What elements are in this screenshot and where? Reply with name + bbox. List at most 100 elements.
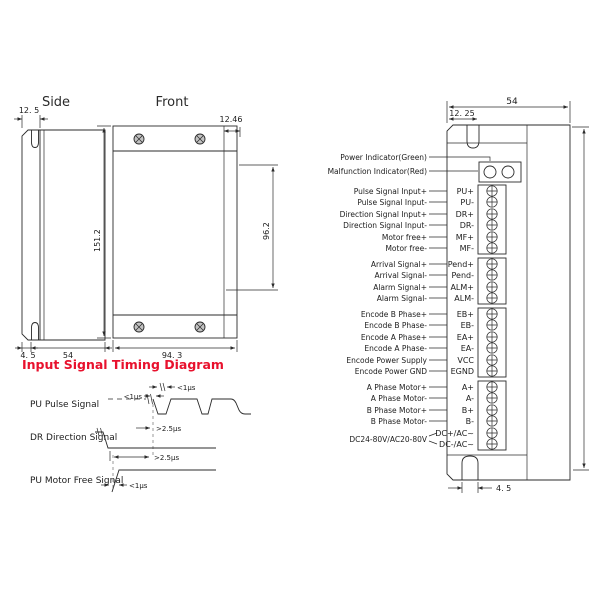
pin-name: EB- <box>461 321 475 330</box>
front-dim-top-right-value: 12.46 <box>220 115 243 124</box>
terminal-block-1 <box>477 184 507 255</box>
front-screw-top-right <box>194 133 206 145</box>
pin-name: B+ <box>462 406 474 415</box>
direction-waveform <box>95 427 216 449</box>
pin-name: PU- <box>460 198 474 207</box>
anno-dir-setup: >2.5μs <box>156 425 181 433</box>
motor-free-waveform <box>111 455 216 493</box>
pin-name: B- <box>466 417 474 426</box>
pin-names: PU+ PU- DR+ DR- MF+ MF- Pend+ Pend- ALM+… <box>435 187 474 449</box>
signal-label: B Phase Motor+ <box>367 406 427 415</box>
anno-pulse-top: <1μs <box>177 384 196 392</box>
connector-dim-top-left-value: 12. 25 <box>449 109 474 118</box>
timing-row-motorfree-label: PU Motor Free Signal <box>30 476 123 486</box>
side-dim-top-value: 12. 5 <box>19 106 39 115</box>
side-top-slot <box>31 130 39 148</box>
connector-dim-top-left: 12. 25 <box>449 109 477 121</box>
pin-name: ALM- <box>454 294 474 303</box>
side-dim-bottom-b-value: 54 <box>63 351 73 360</box>
indicator-leader-lines <box>429 156 491 172</box>
terminal-block-3 <box>477 307 507 378</box>
pin-name: Pend+ <box>448 260 474 269</box>
front-dim-left: 151.2 <box>93 125 111 339</box>
side-view: Side 12. 5 4. 5 54 <box>14 95 112 360</box>
signal-labels: Pulse Signal Input+ Pulse Signal Input- … <box>340 187 428 444</box>
signal-leader-lines <box>428 190 447 445</box>
signal-label: B Phase Motor- <box>371 417 427 426</box>
anno-motor-free: <1μs <box>129 482 148 490</box>
timing-title: Input Signal Timing Diagram <box>22 357 224 372</box>
timing-row-pulse-label: PU Pulse Signal <box>30 400 99 410</box>
front-dim-top-right: 12.46 <box>220 115 243 137</box>
side-bottom-slot <box>31 322 39 340</box>
signal-label: Encode Power GND <box>355 367 427 376</box>
signal-label: Alarm Signal- <box>377 294 427 303</box>
connector-view: Power Indicator(Green) Malfunction Indic… <box>328 97 589 493</box>
front-dim-bottom: 94. 3 <box>112 340 238 360</box>
front-view: Front 151.2 12.46 <box>93 95 278 360</box>
direction-annotations: >2.5μs >2.5μs <box>109 425 181 462</box>
pin-name: EA+ <box>457 333 474 342</box>
connector-dim-right <box>572 126 589 471</box>
connector-top-slot <box>466 125 480 149</box>
pin-name: DR+ <box>456 210 474 219</box>
malfunction-led <box>501 165 515 179</box>
timing-row-direction-label: DR Direction Signal <box>30 433 117 443</box>
signal-label: A Phase Motor- <box>371 394 427 403</box>
pin-name: DC-/AC~ <box>439 440 474 449</box>
pin-name: A+ <box>462 383 474 392</box>
pin-name: ALM+ <box>450 283 474 292</box>
front-screw-bottom-right <box>194 321 206 333</box>
front-view-title: Front <box>156 95 189 110</box>
signal-label: Direction Signal Input- <box>343 221 427 230</box>
front-dim-left-value: 151.2 <box>93 229 102 252</box>
signal-label: A Phase Motor+ <box>367 383 427 392</box>
side-dim-top: 12. 5 <box>14 106 48 128</box>
signal-label: Encode Power Supply <box>346 356 427 365</box>
connector-dim-bottom: 4. 5 <box>448 482 511 493</box>
power-led <box>483 165 497 179</box>
signal-label: Encode B Phase- <box>364 321 427 330</box>
signal-label: Alarm Signal+ <box>373 283 427 292</box>
signal-label: Arrival Signal+ <box>371 260 427 269</box>
pin-name: EA- <box>461 344 474 353</box>
signal-label: Encode A Phase+ <box>361 333 427 342</box>
pulse-annotations: <1μs <1μs <box>124 382 196 401</box>
pin-name: DR- <box>460 221 474 230</box>
pin-name: VCC <box>457 356 474 365</box>
pin-name: MF+ <box>456 233 474 242</box>
front-screw-top-left <box>133 133 145 145</box>
signal-label: Motor free- <box>385 244 427 253</box>
front-dim-bottom-value: 94. 3 <box>162 351 182 360</box>
connector-dim-top-value: 54 <box>506 97 518 107</box>
connector-dim-bottom-value: 4. 5 <box>496 484 511 493</box>
pin-name: DC+/AC~ <box>435 429 474 438</box>
signal-label: Pulse Signal Input+ <box>354 187 427 196</box>
signal-label: Pulse Signal Input- <box>357 198 427 207</box>
pin-name: MF- <box>460 244 475 253</box>
front-dim-right-value: 96.2 <box>262 222 271 240</box>
front-outline <box>112 125 238 339</box>
signal-label: Direction Signal Input+ <box>340 210 427 219</box>
side-flange-outline <box>21 129 41 341</box>
pin-name: EGND <box>451 367 474 376</box>
pin-name: PU+ <box>457 187 474 196</box>
signal-label: Motor free+ <box>382 233 427 242</box>
anno-dir-hold: >2.5μs <box>154 454 179 462</box>
connector-bottom-slot <box>461 455 479 480</box>
connector-body-outline <box>446 124 571 481</box>
anno-pulse-left: <1μs <box>124 393 143 401</box>
power-indicator-label: Power Indicator(Green) <box>340 153 427 162</box>
indicator-led-box <box>478 161 522 183</box>
signal-label: Arrival Signal- <box>375 271 428 280</box>
pin-name: Pend- <box>452 271 475 280</box>
signal-label: Encode A Phase- <box>364 344 427 353</box>
terminal-screws <box>486 185 498 450</box>
connector-dim-top: 54 <box>446 97 571 123</box>
signal-label: Encode B Phase+ <box>361 310 427 319</box>
pulse-waveform <box>108 393 251 455</box>
timing-diagram: Input Signal Timing Diagram PU Pulse Sig… <box>22 357 251 493</box>
terminal-block-4 <box>477 380 507 451</box>
